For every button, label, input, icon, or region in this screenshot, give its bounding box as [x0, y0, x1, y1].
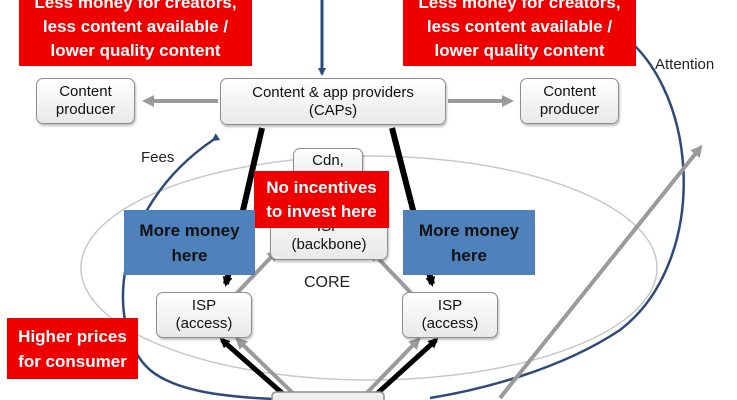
callout-line: More money — [418, 220, 520, 240]
node-line: producer — [55, 101, 116, 118]
callout-line: Higher prices — [18, 326, 127, 346]
callout-no-incentives: No incentives to invest here — [254, 171, 389, 228]
node-line: ISP — [191, 297, 217, 314]
node-line: (access) — [421, 315, 479, 332]
arrow-user-to-access-right — [368, 337, 439, 400]
node-content-producer-left: Content producer — [36, 78, 135, 124]
callout-less-money-left: Less money for creators, less content av… — [19, 0, 252, 66]
arrow-user-to-access-left-grey — [235, 337, 302, 400]
callout-line: lower quality content — [50, 41, 221, 60]
callout-line: No incentives — [266, 177, 377, 197]
node-isp-access-left: ISP (access) — [156, 292, 252, 338]
node-line: Cdn, — [312, 152, 344, 169]
node-caps: Content & app providers (CAPs) — [220, 78, 446, 125]
node-line: producer — [539, 101, 600, 118]
node-line: Content & app providers — [252, 83, 414, 101]
node-line: (access) — [175, 315, 233, 332]
callout-line: lower quality content — [434, 41, 605, 60]
callout-line: to invest here — [266, 201, 377, 221]
label-fees: Fees — [141, 149, 175, 166]
node-line: Content — [543, 83, 596, 100]
callout-line: Less money for creators, — [34, 0, 237, 12]
node-line: Content — [59, 83, 112, 100]
arrow-user-to-access-right-grey — [358, 337, 421, 400]
node-line: ISP — [437, 297, 463, 314]
callout-line: for consumer — [18, 351, 127, 371]
attention-curve — [429, 26, 685, 400]
arrow-attention-rising — [498, 144, 703, 400]
fees-curve — [121, 133, 301, 400]
callout-line: Less money for creators, — [418, 0, 621, 12]
callout-less-money-right: Less money for creators, less content av… — [403, 0, 636, 66]
node-line: (CAPs) — [308, 101, 358, 119]
callout-line: here — [451, 245, 487, 265]
callout-line: More money — [139, 220, 240, 240]
callout-line: here — [171, 245, 208, 265]
callout-higher-prices: Higher prices for consumer — [7, 318, 138, 379]
node-isp-access-right: ISP (access) — [402, 292, 498, 338]
node-content-producer-right: Content producer — [520, 78, 619, 124]
callout-line: less content available / — [426, 17, 613, 36]
consumer-node-partial — [271, 391, 385, 400]
label-attention: Attention — [655, 56, 715, 73]
arrow-user-to-access-left — [219, 338, 292, 400]
node-line: (backbone) — [291, 236, 367, 253]
callout-line: less content available / — [42, 17, 229, 36]
core-ellipse — [80, 155, 658, 381]
callout-more-money-right: More money here — [403, 210, 535, 275]
callout-more-money-left: More money here — [124, 210, 255, 275]
label-core: CORE — [304, 274, 351, 291]
arrow-access-left-to-backbone — [234, 249, 279, 296]
